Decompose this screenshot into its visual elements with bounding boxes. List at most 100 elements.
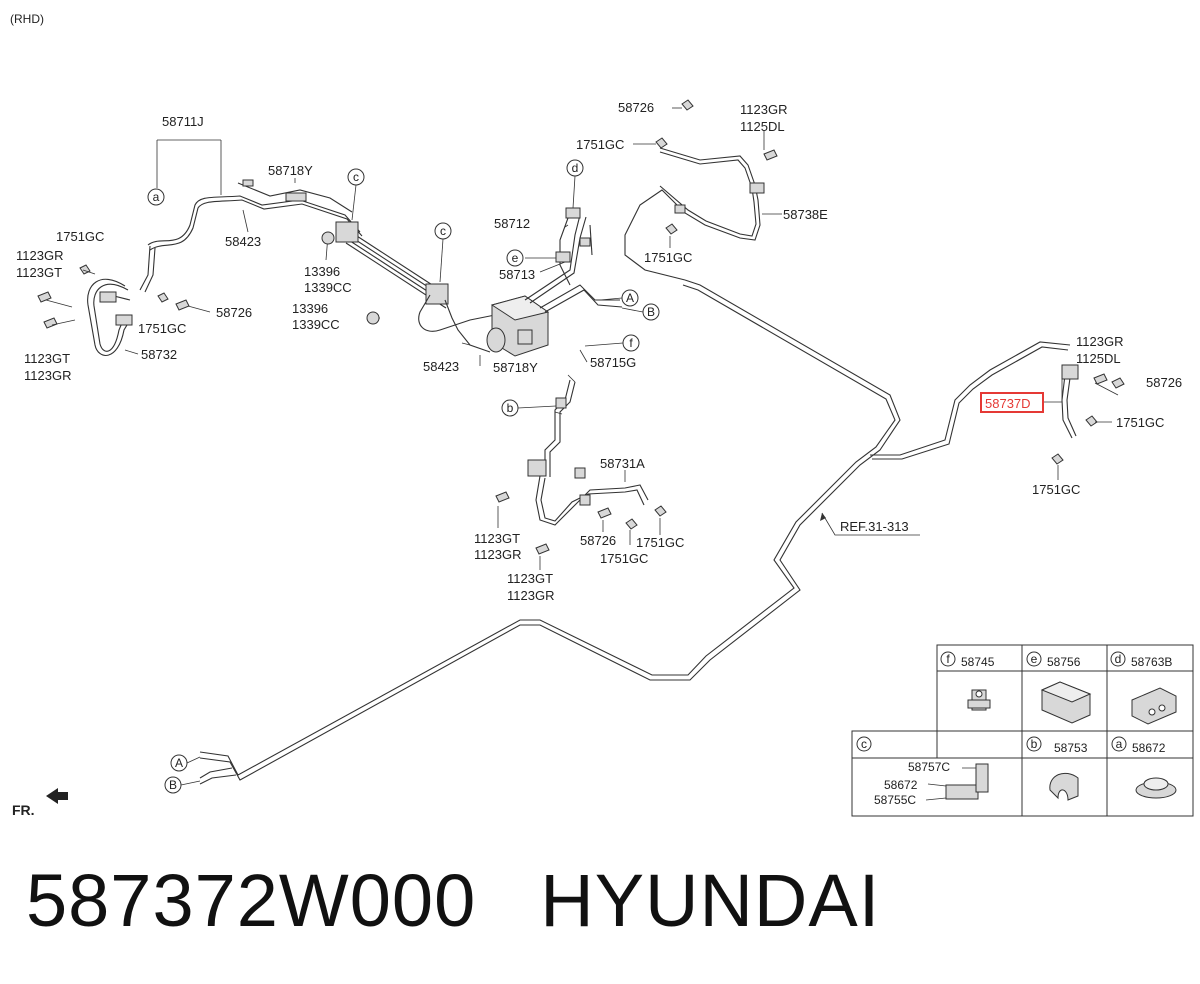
label-1123GT-center: 1123GT [474,531,520,546]
label-1339CC-a: 1339CC [304,280,352,295]
legend-cell-a: a 58672 [1111,736,1177,799]
clip-58756-icon [1040,681,1092,724]
legend-cell-b: b 58753 [1026,736,1088,801]
svg-text:b: b [1031,737,1038,751]
label-13396-b: 13396 [292,301,328,316]
svg-text:a: a [1116,737,1123,751]
clip-58757C-icon [945,763,989,800]
label-58713: 58713 [499,267,535,282]
abs-module-assembly: 13396 1339CC 13396 1339CC 58423 58718Y 5… [292,207,636,375]
label-58732: 58732 [141,347,177,362]
legend-cell-f: f 58745 [940,651,995,711]
label-58731A: 58731A [600,456,645,471]
label-1339CC-b: 1339CC [292,317,340,332]
label-1751GC-top2: 1751GC [644,250,692,265]
svg-text:b: b [507,401,514,415]
front-lower-assembly: 58731A 1123GT 1123GR 58726 1751GC 1751GC… [474,374,684,603]
label-1125DL-right: 1125DL [1076,351,1121,366]
callout-e: e [506,249,524,267]
legend-cell-d: d 58763B [1110,651,1177,725]
svg-text:58672: 58672 [884,778,918,792]
label-1751GC-left2: 1751GC [138,321,186,336]
label-1751GC-center2: 1751GC [600,551,648,566]
label-58726-right: 58726 [1146,375,1182,390]
clip-58745-icon [967,689,991,711]
label-1125DL-top: 1125DL [740,119,785,134]
left-brake-hose-assembly: 58711J 58718Y 58423 1751GC 1123GR 1123GT [16,114,363,383]
callout-B-lower: B [164,776,201,794]
front-arrow-icon [46,788,68,804]
label-58738E: 58738E [783,207,828,222]
fr-label: FR. [12,802,35,818]
svg-text:A: A [626,291,634,305]
svg-text:d: d [572,161,579,175]
svg-text:A: A [175,756,183,770]
svg-text:e: e [1031,652,1038,666]
callout-markers: a c c d e f b [147,159,660,794]
clip-c-lower [425,283,449,305]
label-58423-b: 58423 [423,359,459,374]
clip-c-upper [335,221,359,243]
callout-A-upper: A [599,289,639,307]
svg-text:c: c [440,224,446,238]
legend-cell-c: c 58757C 58672 58755C [856,736,989,807]
svg-text:c: c [861,737,867,751]
svg-text:58745: 58745 [961,655,995,669]
variant-label: (RHD) [10,12,44,26]
callout-a: a [147,188,165,206]
label-1751GC-center: 1751GC [636,535,684,550]
label-1751GC-top: 1751GC [576,137,624,152]
part-title: 587372W000 HYUNDAI [26,858,1176,958]
callout-d: d [566,159,584,209]
bracket-58737D [1061,364,1079,380]
brand-name: HYUNDAI [540,859,881,942]
label-1751GC-left: 1751GC [56,229,104,244]
svg-text:58753: 58753 [1054,741,1088,755]
callout-B-upper: B [621,303,660,321]
svg-text:58755C: 58755C [874,793,916,807]
svg-text:58763B: 58763B [1131,655,1172,669]
grommet-58672-icon [1135,777,1177,799]
svg-text:d: d [1115,652,1122,666]
front-direction-indicator: FR. [12,788,68,818]
label-1751GC-right: 1751GC [1116,415,1164,430]
main-brake-pipe: REF.31-313 [199,279,920,785]
label-58711J: 58711J [162,114,204,129]
label-58718Y-b: 58718Y [493,360,538,375]
svg-text:c: c [353,170,359,184]
label-58726-left: 58726 [216,305,252,320]
part-number: 587372W000 [26,859,477,942]
svg-text:58757C: 58757C [908,760,950,774]
clip-58753-icon [1049,772,1079,801]
callout-f: f [584,334,640,352]
label-1123GR-center2: 1123GR [507,588,554,603]
label-1751GC-right2: 1751GC [1032,482,1080,497]
label-1123GT-center2: 1123GT [507,571,553,586]
callout-c-upper: c [347,168,365,221]
clip-58763B-icon [1131,687,1177,725]
svg-text:f: f [946,652,950,666]
rear-right-lower-assembly: 1123GR 1125DL 58726 1751GC 1751GC 58737D [870,334,1182,497]
label-ref-31-313: REF.31-313 [840,519,909,534]
label-58423-a: 58423 [225,234,261,249]
legend-cell-e: e 58756 [1026,651,1092,724]
clip-legend-table: f 58745 e 58756 d 58763B [851,644,1194,817]
label-58726-center: 58726 [580,533,616,548]
label-58737D-highlighted: 58737D [985,396,1031,411]
label-1123GT-left2: 1123GT [24,351,70,366]
svg-text:58756: 58756 [1047,655,1081,669]
rear-right-upper-assembly: 58726 1751GC 1751GC 1123GR 1125DL 58738E [576,99,828,281]
label-13396-a: 13396 [304,264,340,279]
label-1123GR-center: 1123GR [474,547,521,562]
abs-unit-icon [486,295,550,357]
label-1123GT-left: 1123GT [16,265,62,280]
svg-text:f: f [629,336,633,350]
svg-text:B: B [647,305,655,319]
svg-text:e: e [512,251,519,265]
label-1123GR-left2: 1123GR [24,368,71,383]
label-58715G: 58715G [590,355,636,370]
callout-c-lower: c [434,222,452,283]
label-1123GR-top: 1123GR [740,102,787,117]
label-1123GR-right: 1123GR [1076,334,1123,349]
